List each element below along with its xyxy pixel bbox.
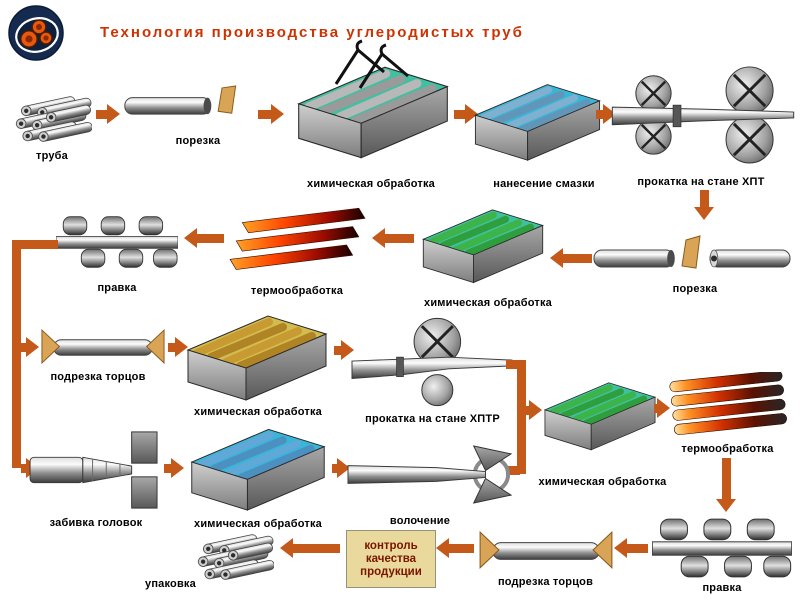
label-him-obrabotka-4: химическая обработка — [194, 518, 322, 530]
label-termoobrabotka-2: термообработка — [681, 443, 774, 455]
label-prokatka-hpt: прокатка на стане ХПТ — [637, 176, 765, 188]
drawing-die-icon — [347, 445, 513, 504]
arrow-pravka2-to-podrezka2 — [614, 538, 648, 559]
factory-logo-icon — [8, 5, 64, 61]
arrow-podrezka2-to-kontrol — [436, 538, 474, 559]
arrow-branch-to-podrezka — [21, 337, 39, 358]
label-smazka: нанесение смазки — [493, 178, 595, 190]
crane-hooks-icon — [334, 39, 409, 89]
heat-treatment-plates-icon — [228, 206, 366, 283]
connector-left-horizontal — [12, 240, 58, 249]
label-termoobrabotka-1: термообработка — [250, 285, 344, 297]
quality-control-line-1: контроль — [364, 540, 418, 552]
pipe-bundle-icon — [192, 518, 274, 587]
straightening-icon — [56, 214, 178, 270]
page-title: Технология производства углеродистых тру… — [100, 24, 524, 41]
arrow-hpt-down — [694, 190, 715, 220]
arrow-merge-to-bath5 — [524, 400, 542, 421]
end-trimming-icon — [40, 328, 166, 367]
head-forming-icon — [29, 431, 158, 509]
arrow-bath2-to-termo1 — [372, 228, 414, 249]
label-podrezka-1: подрезка торцов — [50, 371, 146, 383]
arrow-kontrol-to-upakovka — [280, 538, 340, 559]
end-trimming-icon — [478, 530, 614, 572]
arrow-bath3-to-hptr — [334, 340, 354, 361]
connector-left-vertical — [12, 240, 21, 468]
quality-control-box: контроль качества продукции — [346, 530, 436, 588]
arrow-truba-to-porezka — [96, 104, 120, 125]
quality-control-line-2: качества — [365, 553, 417, 565]
arrow-porezka-to-bath1 — [258, 104, 284, 125]
pipe-cutting-icon — [593, 235, 791, 269]
chemical-bath-icon — [540, 370, 660, 453]
pipe-bundle-icon — [10, 80, 92, 149]
rolling-mill-hptr-icon — [351, 317, 513, 407]
arrow-bath5-to-termo2 — [654, 398, 670, 419]
arrow-podrezka-to-bath3 — [168, 337, 188, 358]
arrow-bath1-to-smazka — [454, 104, 478, 125]
connector-volochenie-horizontal — [506, 466, 520, 475]
label-truba: труба — [36, 150, 68, 162]
pipe-cutting-icon — [124, 85, 237, 115]
label-pravka-2: правка — [702, 582, 742, 594]
chemical-bath-icon — [186, 414, 330, 514]
arrow-termo1-to-pravka1 — [184, 228, 224, 249]
chemical-bath-icon — [418, 196, 548, 286]
label-zabivka: забивка головок — [49, 517, 143, 529]
label-him-obrabotka-2: химическая обработка — [424, 297, 552, 309]
label-upakovka: упаковка — [145, 578, 196, 590]
chemical-bath-icon — [182, 300, 332, 404]
label-him-obrabotka-1: химическая обработка — [307, 178, 435, 190]
rolling-mill-hpt-icon — [611, 66, 795, 164]
connector-hptr-horizontal — [506, 360, 520, 369]
arrow-zabivka-to-bath6 — [164, 458, 184, 479]
straightening-icon — [652, 516, 792, 580]
arrow-porezka2-to-bath2 — [550, 248, 592, 269]
label-volochenie: волочение — [389, 515, 451, 527]
label-prokatka-hptr: прокатка на стане ХПТР — [365, 413, 500, 425]
label-him-obrabotka-5: химическая обработка — [538, 476, 667, 488]
arrow-termo2-down — [716, 458, 737, 512]
quality-control-line-3: продукции — [360, 566, 422, 578]
label-porezka-1: порезка — [175, 135, 221, 147]
arrow-bath6-to-volochenie — [332, 458, 350, 479]
label-porezka-2: порезка — [672, 283, 718, 295]
heat-treatment-pipes-icon — [664, 372, 794, 439]
connector-merge-vertical — [517, 360, 526, 474]
lubrication-bath-icon — [470, 70, 605, 164]
label-him-obrabotka-3: химическая обработка — [194, 406, 322, 418]
label-pravka-1: правка — [97, 282, 137, 294]
label-podrezka-2: подрезка торцов — [497, 576, 594, 588]
